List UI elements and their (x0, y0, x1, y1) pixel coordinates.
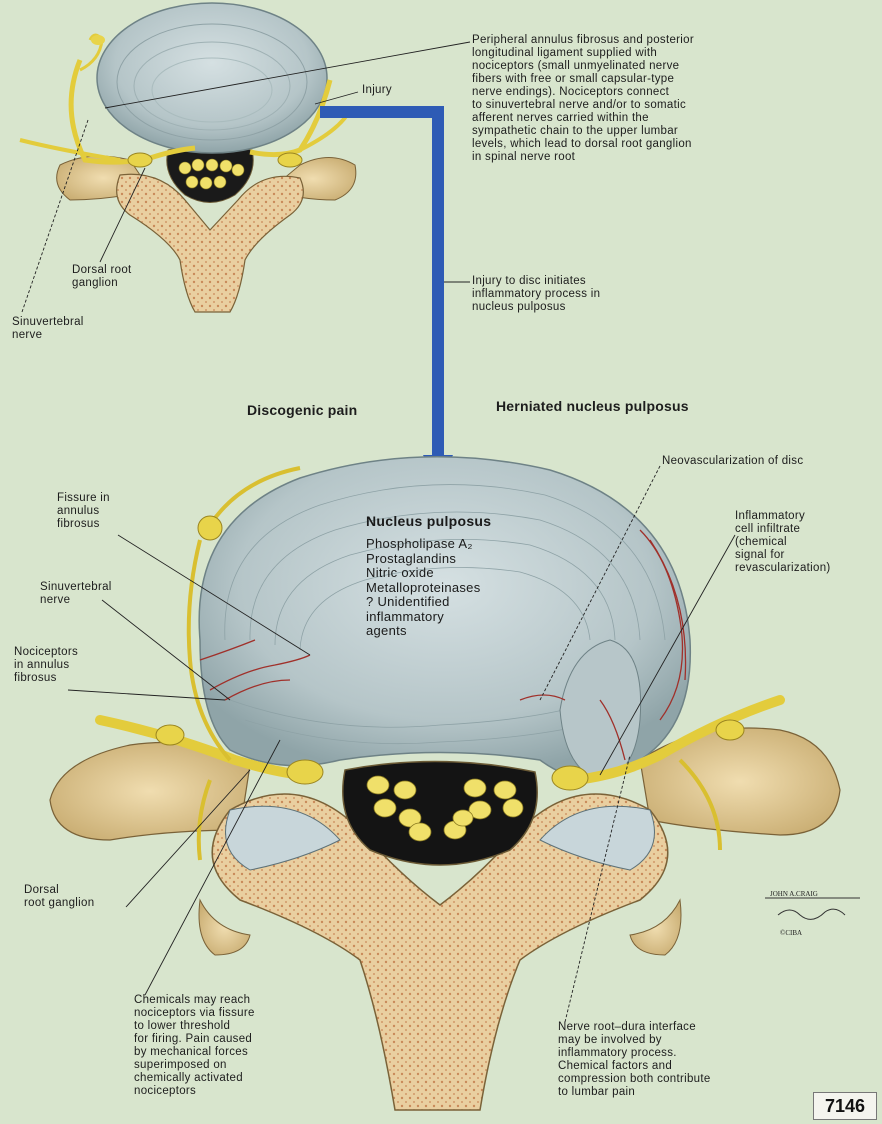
label-sinuvertebral-nerve-bottom: Sinuvertebral nerve (40, 581, 112, 607)
label-chemicals-fissure: Chemicals may reach nociceptors via fiss… (134, 994, 255, 1098)
label-injury-to-disc: Injury to disc initiates inflammatory pr… (472, 275, 600, 314)
label-dorsal-root-ganglion-top: Dorsal root ganglion (72, 264, 132, 290)
heading-herniated-nucleus-pulposus: Herniated nucleus pulposus (496, 400, 689, 413)
label-fissure: Fissure in annulus fibrosus (57, 492, 110, 531)
artist-signature: JOHN A.CRAIG ©CIBA (765, 890, 860, 937)
svg-text:JOHN A.CRAIG: JOHN A.CRAIG (770, 890, 818, 898)
heading-discogenic-pain: Discogenic pain (247, 404, 357, 417)
label-nucleus-pulposus-agents: Phospholipase A₂ Prostaglandins Nitric o… (366, 537, 481, 639)
label-nociceptors-annulus: Nociceptors in annulus fibrosus (14, 646, 78, 685)
label-nucleus-pulposus-title: Nucleus pulposus (366, 514, 491, 529)
label-inflammatory-infiltrate: Inflammatory cell infiltrate (chemical s… (735, 510, 831, 575)
label-dorsal-root-ganglion-bottom: Dorsal root ganglion (24, 884, 94, 910)
plate-number: 7146 (813, 1092, 877, 1120)
label-sinuvertebral-nerve-top: Sinuvertebral nerve (12, 316, 84, 342)
top-vertebra (20, 3, 356, 312)
svg-text:©CIBA: ©CIBA (780, 929, 802, 937)
label-nerve-root-dura: Nerve root–dura interface may be involve… (558, 1021, 711, 1099)
label-peripheral-annulus: Peripheral annulus fibrosus and posterio… (472, 34, 694, 164)
label-neovascularization: Neovascularization of disc (662, 455, 803, 468)
label-injury: Injury (362, 84, 392, 97)
